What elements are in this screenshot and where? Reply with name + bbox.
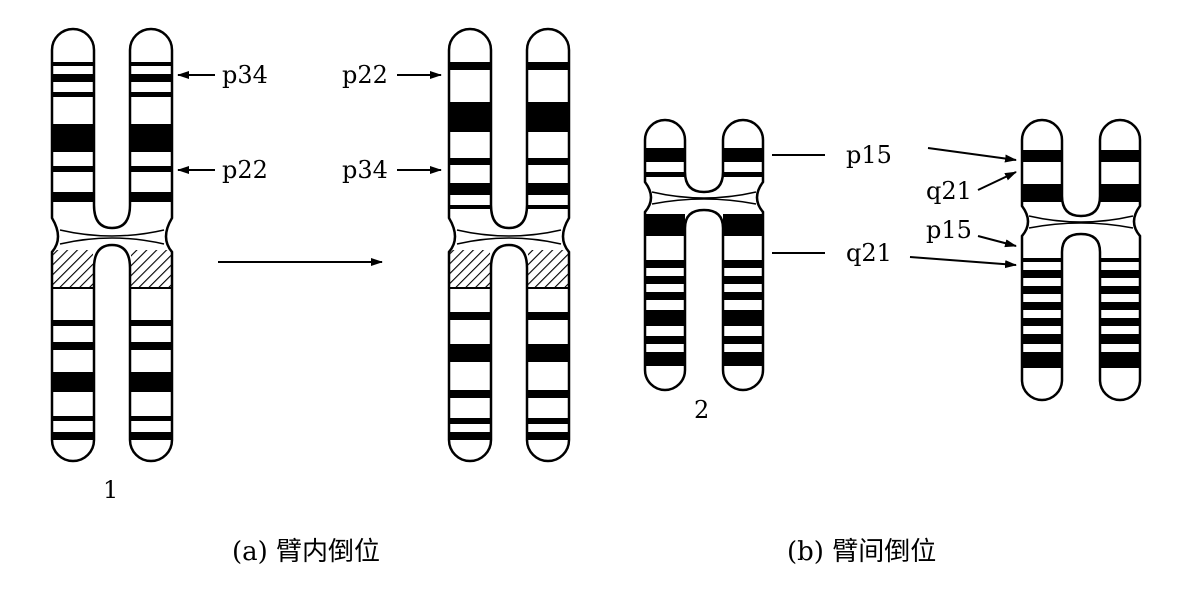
- chromatid-1a-left-upper: [52, 62, 94, 202]
- label-q21-right: q21: [926, 177, 972, 205]
- chromosome-1-before: [50, 27, 174, 463]
- chromatid-2a-bands: [645, 148, 763, 366]
- chromosome-2-after: [1020, 118, 1142, 402]
- chromosome-number-1: 1: [103, 476, 118, 504]
- arrow-q21-right: [977, 171, 1017, 191]
- chromatid-2b-bands: [1022, 150, 1140, 368]
- label-p15-left: p15: [846, 141, 892, 169]
- chromosome-2-before: [643, 118, 765, 392]
- chromatid-1b-upper-bands: [449, 62, 569, 209]
- label-p34-after: p34: [342, 156, 388, 184]
- chromatid-1a-right-upper: [130, 62, 172, 202]
- chromatid-1a-lower-bands: [52, 320, 172, 440]
- label-p22-after: p22: [342, 61, 388, 89]
- label-q21-left: q21: [846, 239, 892, 267]
- label-p34-before: p34: [222, 61, 268, 89]
- arrow-p15-right: [977, 235, 1017, 248]
- caption-panel-b: (b) 臂间倒位: [787, 537, 936, 567]
- chromosome-number-2: 2: [694, 396, 709, 424]
- label-p15-right: p15: [926, 216, 972, 244]
- arrow-q21-to-after: [909, 256, 1017, 269]
- chromosome-1-after: [447, 27, 571, 463]
- caption-panel-a: (a) 臂内倒位: [232, 537, 380, 567]
- chromatid-1b-lower-bands: [449, 312, 569, 440]
- label-p22-before: p22: [222, 156, 268, 184]
- arrow-p15-to-after: [927, 147, 1017, 163]
